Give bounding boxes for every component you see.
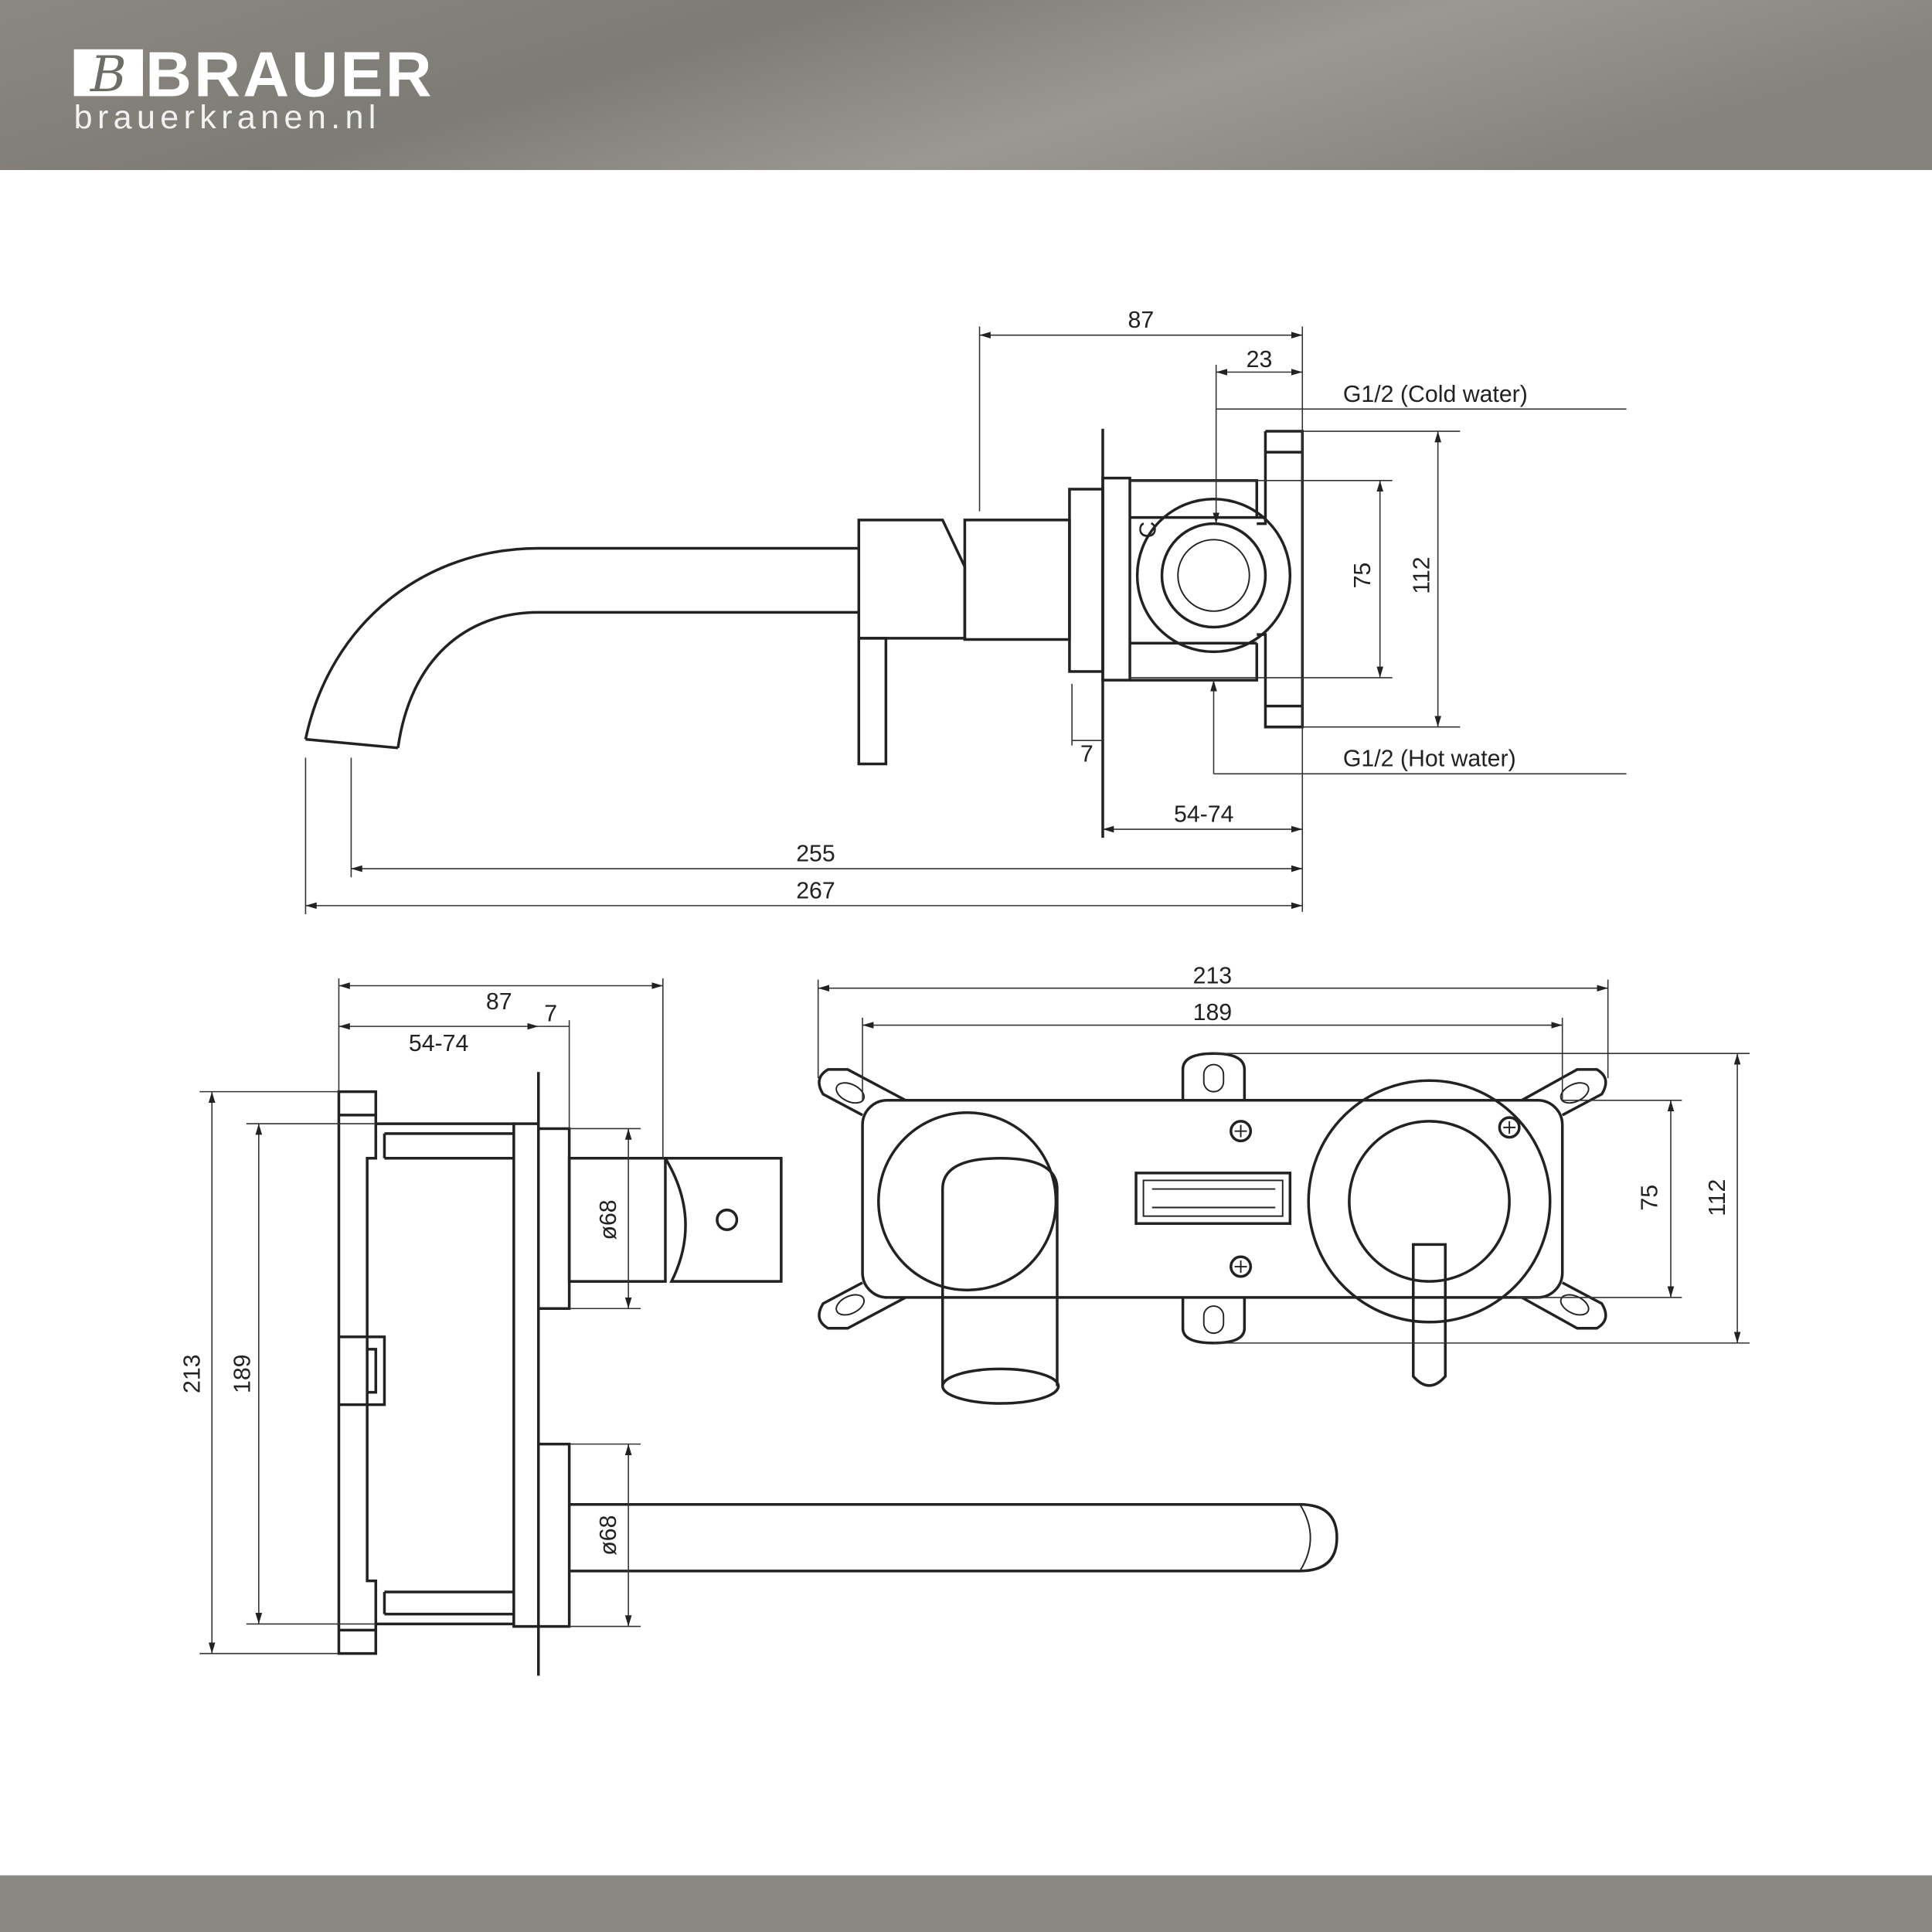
dim-75: 75: [1350, 563, 1376, 589]
dim-7-top: 7: [544, 1002, 557, 1027]
side-view: C 87 23 G1/2 (Cold water) G1/2 (Hot wate…: [304, 308, 1627, 915]
dia-68-upper: ø68: [596, 1199, 621, 1240]
middle-tab: [338, 1335, 386, 1406]
box-flange-top: [337, 1090, 378, 1655]
dim-87: 87: [1128, 308, 1155, 333]
handle-body: [857, 519, 967, 640]
brauer-logo: B BRAUER brauerkranen.nl: [73, 38, 434, 136]
lower-rosette: [536, 1442, 571, 1628]
dim-213-top: 213: [179, 1354, 205, 1393]
top-view: 87 54-74 7 213 189 ø68 ø68: [179, 978, 1338, 1676]
dia-68-lower: ø68: [596, 1515, 621, 1556]
svg-text:B: B: [90, 46, 127, 104]
dim-255: 255: [796, 841, 835, 866]
lever-front: [1412, 1243, 1447, 1387]
spout-rosette: [877, 1111, 1058, 1292]
lever-top: [664, 1156, 783, 1283]
spout-front: [940, 1156, 1059, 1386]
cold-marker: C: [1136, 522, 1162, 539]
lever-handle: [857, 637, 888, 766]
dim-213-front: 213: [1193, 963, 1233, 988]
front-view: 213 189 75 112: [817, 963, 1750, 1405]
dim-112: 112: [1409, 556, 1434, 594]
dim-7: 7: [1080, 741, 1094, 767]
mounting-plate: [861, 1099, 1564, 1299]
website-url: brauerkranen.nl: [74, 99, 381, 136]
box-flange: [1257, 430, 1304, 729]
footer-banner: [0, 1875, 1932, 1932]
hot-water-label: G1/2 (Hot water): [1343, 747, 1516, 772]
lever-rosette: [1307, 1079, 1552, 1324]
dim-23: 23: [1247, 347, 1273, 372]
brand-name: BRAUER: [145, 38, 434, 110]
spout-top: [569, 1502, 1338, 1573]
neck: [963, 519, 1071, 641]
dim-54-74: 54-74: [1174, 801, 1233, 827]
rosette: [1068, 488, 1104, 673]
dim-75-front: 75: [1637, 1185, 1662, 1211]
screw-icons: [1230, 1116, 1521, 1278]
inlet-circle: [1135, 497, 1292, 654]
spout-side: [304, 546, 859, 750]
header-banner: B BRAUER brauerkranen.nl: [0, 0, 1932, 171]
dim-189-top: 189: [230, 1354, 256, 1393]
upper-rosette: [536, 1127, 571, 1310]
mounting-ears: [818, 1052, 1607, 1345]
dim-267: 267: [796, 878, 835, 903]
dim-112-front: 112: [1705, 1179, 1730, 1216]
dim-189-front: 189: [1193, 1000, 1233, 1026]
dim-87-top: 87: [486, 989, 512, 1015]
dim-54-74-top: 54-74: [409, 1031, 468, 1056]
center-bracket: [1134, 1172, 1292, 1225]
cold-water-label: G1/2 (Cold water): [1343, 382, 1528, 407]
